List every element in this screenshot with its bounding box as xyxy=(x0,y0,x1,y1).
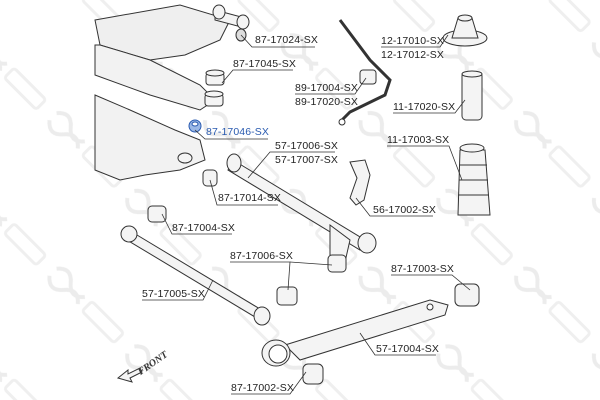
bushing-87-17003 xyxy=(454,283,480,307)
part-label[interactable]: 11-17020-SX xyxy=(393,101,456,113)
dust-boot xyxy=(457,143,491,216)
part-label[interactable]: 87-17024-SX xyxy=(255,34,318,46)
subframe xyxy=(94,4,231,181)
part-label[interactable]: 57-17007-SX xyxy=(275,154,338,166)
strut-mount xyxy=(442,14,488,47)
front-arrow-icon xyxy=(116,367,143,383)
part-label[interactable]: 89-17020-SX xyxy=(295,96,358,108)
bump-stop xyxy=(461,70,483,121)
part-label[interactable]: 87-17003-SX xyxy=(391,263,454,275)
bushing-87-17002 xyxy=(302,363,324,385)
lateral-arm-57-17005 xyxy=(120,225,271,326)
lateral-arm-57-17006 xyxy=(226,153,377,263)
part-label[interactable]: 57-17005-SX xyxy=(142,288,205,300)
part-label[interactable]: 11-17003-SX xyxy=(387,134,450,146)
highlighted-bushing-87-17046 xyxy=(188,119,202,133)
part-label[interactable]: 56-17002-SX xyxy=(373,204,436,216)
part-label-highlighted[interactable]: 87-17046-SX xyxy=(206,126,269,138)
part-label[interactable]: 57-17004-SX xyxy=(376,343,439,355)
part-label[interactable]: 89-17004-SX xyxy=(295,82,358,94)
part-label[interactable]: 12-17012-SX xyxy=(381,49,444,61)
bushing-87-17014 xyxy=(202,169,218,187)
stabilizer-bar xyxy=(338,19,392,122)
bushing-87-17006b xyxy=(276,286,298,306)
bushing-87-17004 xyxy=(147,205,167,223)
part-label[interactable]: 87-17014-SX xyxy=(218,192,281,204)
part-label[interactable]: 57-17006-SX xyxy=(275,140,338,152)
part-label[interactable]: 87-17006-SX xyxy=(230,250,293,262)
part-label[interactable]: 87-17002-SX xyxy=(231,382,294,394)
upper-link-part xyxy=(212,4,250,42)
part-label[interactable]: 87-17045-SX xyxy=(233,58,296,70)
part-label[interactable]: 87-17004-SX xyxy=(172,222,235,234)
stabilizer-bushing xyxy=(359,69,377,85)
trailing-arm-57-17004 xyxy=(261,299,449,367)
part-label[interactable]: 12-17010-SX xyxy=(381,35,444,47)
leader-lines xyxy=(142,34,471,395)
bushing-87-17045 xyxy=(204,69,225,107)
bushing-87-17006a xyxy=(327,254,347,273)
